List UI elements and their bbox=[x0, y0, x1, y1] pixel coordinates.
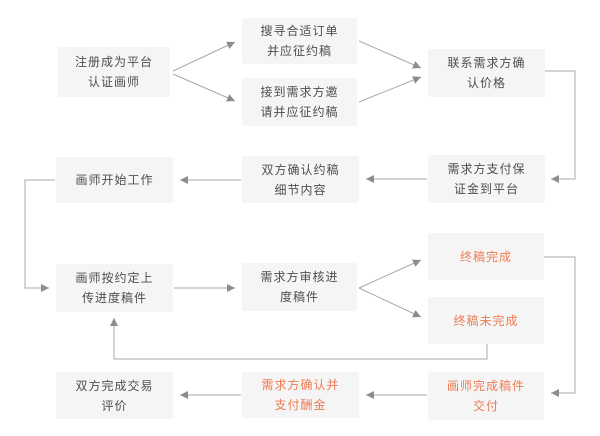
edge-review-to-incomplete-arrow bbox=[358, 287, 422, 318]
node-complete-evaluation: 双方完成交易 评价 bbox=[56, 372, 173, 419]
edge-register-to-invite-arrow bbox=[172, 73, 236, 102]
node-start-work: 画师开始工作 bbox=[56, 157, 173, 203]
node-search-order: 搜寻合适订单 并应征约稿 bbox=[242, 18, 357, 64]
node-final-complete: 终稿完成 bbox=[428, 233, 544, 280]
node-confirm-pay-fee: 需求方确认并 支付酬金 bbox=[242, 372, 359, 418]
node-review-progress: 需求方审核进 度稿件 bbox=[242, 263, 357, 311]
node-register-artist: 注册成为平台 认证画师 bbox=[58, 47, 170, 97]
node-confirm-price: 联系需求方确 认价格 bbox=[428, 49, 545, 97]
edge-price-to-deposit-arrow bbox=[545, 70, 576, 183]
edge-complete-to-deliver-arrow bbox=[544, 256, 576, 397]
node-confirm-details: 双方确认约稿 细节内容 bbox=[242, 156, 359, 203]
node-receive-invite: 接到需求方邀 请并应征约稿 bbox=[242, 78, 357, 126]
edge-search-to-price-arrow bbox=[358, 40, 422, 69]
edge-register-to-search-arrow bbox=[172, 41, 236, 72]
edge-invite-to-price-arrow bbox=[358, 76, 422, 103]
edge-review-to-complete-arrow bbox=[358, 259, 422, 289]
node-upload-progress: 画师按约定上 传进度稿件 bbox=[56, 264, 173, 312]
node-pay-deposit: 需求方支付保 证金到平台 bbox=[428, 155, 545, 203]
edge-start-to-upload-arrow bbox=[24, 179, 55, 292]
node-deliver-work: 画师完成稿件 交付 bbox=[428, 372, 544, 420]
edge-incomplete-to-upload-arrow bbox=[110, 318, 488, 360]
node-final-incomplete: 终稿未完成 bbox=[428, 297, 544, 344]
